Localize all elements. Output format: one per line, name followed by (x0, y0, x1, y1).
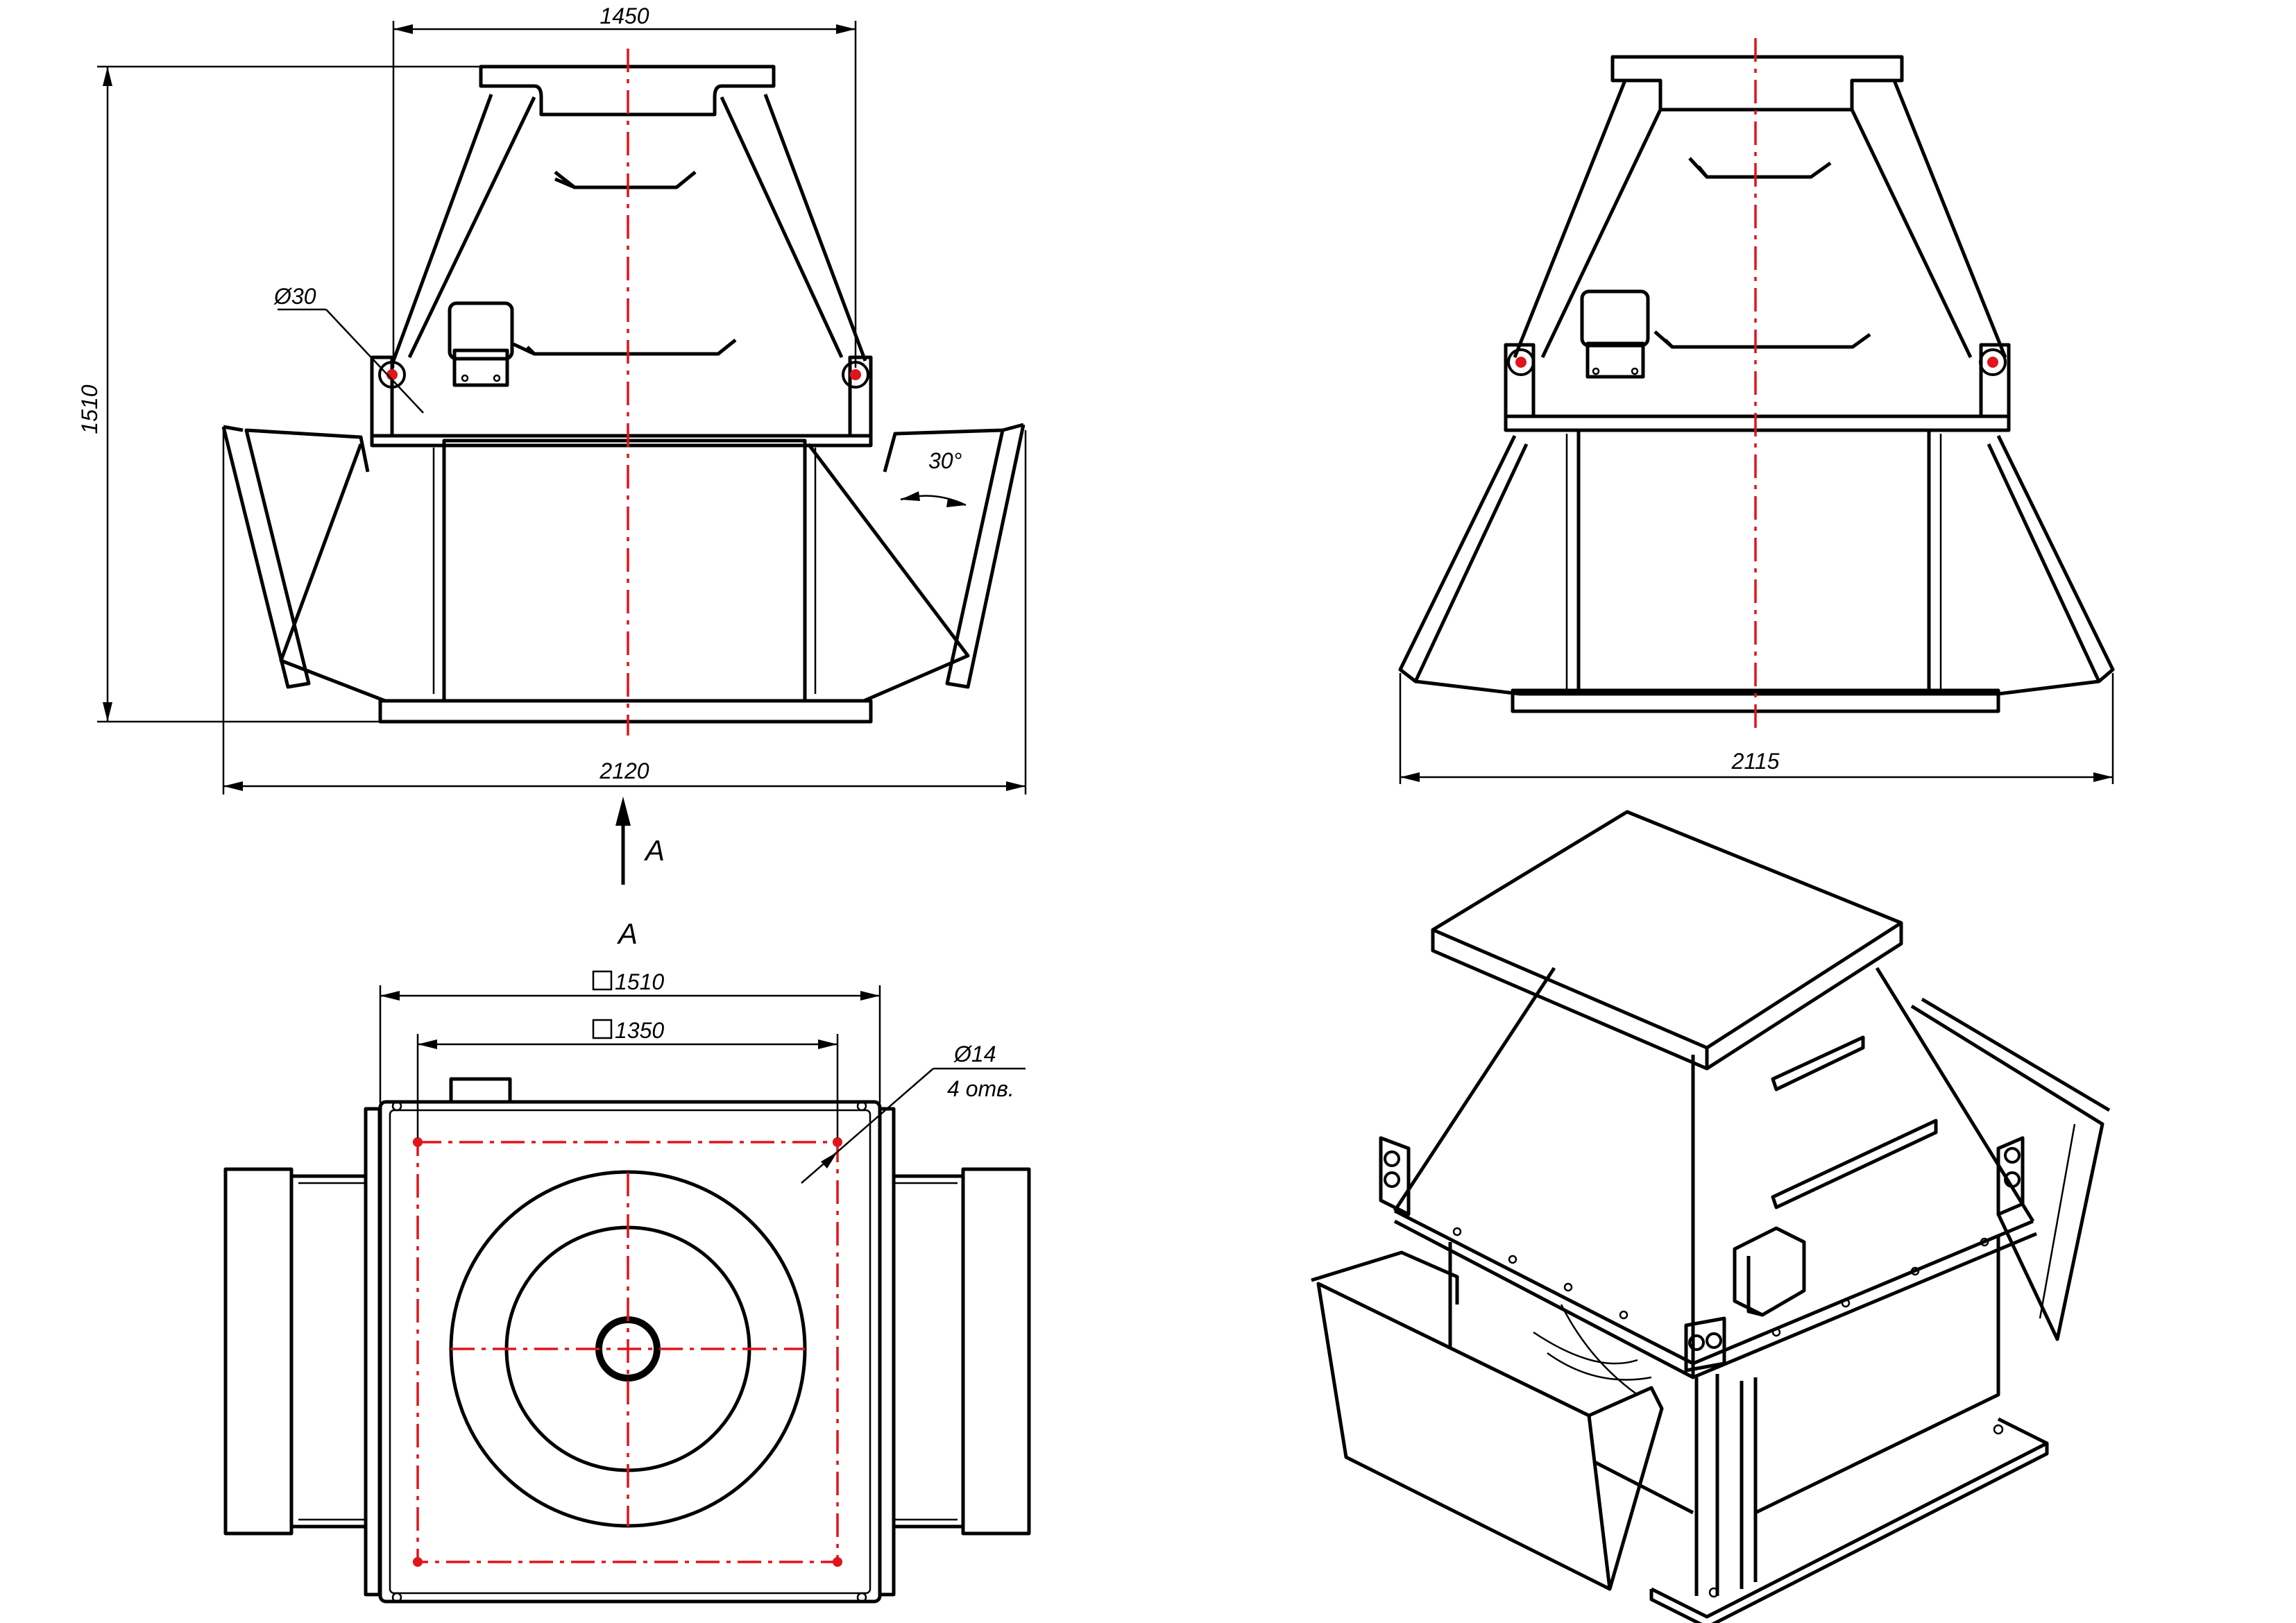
dim-angle: 30° (928, 448, 962, 473)
dim-plan-hole-count: 4 отв. (947, 1076, 1014, 1101)
plan-view: A 1510 1350 Ø14 4 отв. (223, 917, 1031, 1604)
view-arrow-label: A (643, 834, 665, 867)
dim-plan-outer: 1510 (615, 969, 664, 994)
dim-height: 1510 (77, 384, 102, 434)
front-view: 1450 1510 Ø30 2120 30° (77, 3, 1027, 794)
terminal-box (448, 301, 514, 387)
dim-hole-front: Ø30 (273, 284, 316, 309)
side-view: 2115 (1398, 38, 2115, 784)
plan-view-title: A (616, 917, 638, 950)
dim-width-total-side: 2115 (1731, 749, 1780, 774)
view-arrow: A (615, 797, 665, 885)
dim-width-top: 1450 (599, 3, 649, 28)
dim-plan-inner: 1350 (615, 1018, 664, 1043)
dim-width-total-front: 2120 (599, 758, 649, 783)
isometric-view (1311, 810, 2111, 1623)
dim-plan-hole: Ø14 (953, 1042, 996, 1067)
side-terminal-box (1580, 289, 1650, 379)
